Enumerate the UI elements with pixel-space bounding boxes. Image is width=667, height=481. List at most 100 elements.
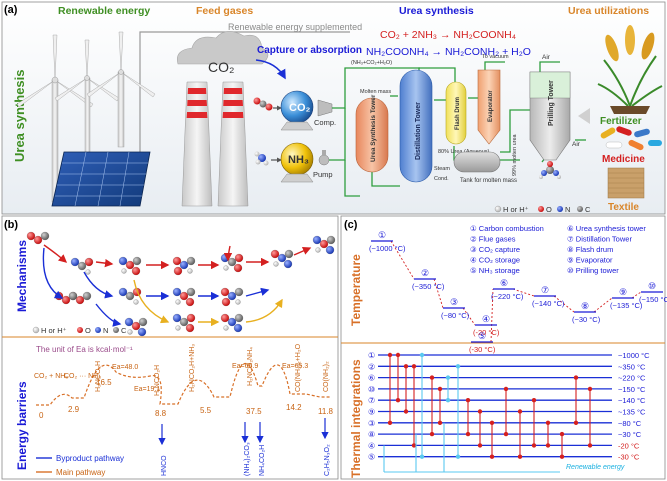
exchange-node <box>531 443 537 448</box>
temperature-node-value: (-20 °C) <box>473 328 500 337</box>
compressor-label: Comp. <box>314 118 336 127</box>
panel-b-atom-legend: H or H⁺ O N C <box>32 326 127 335</box>
stream-temperature: ~150 °C <box>618 385 646 394</box>
temperature-connector <box>433 278 444 309</box>
legend-b-o: O <box>85 326 91 335</box>
nh3-sphere-label: NH₃ <box>288 154 309 166</box>
temperature-node-value: (~80 °C) <box>441 311 470 320</box>
exchange-node <box>429 431 435 437</box>
byproduct-arrows <box>158 418 329 446</box>
section-synthesis-title: Urea synthesis <box>399 5 474 17</box>
gas-recycle-label: (NH₃+CO₂+H₂O) <box>351 60 392 66</box>
exchange-node <box>587 443 593 448</box>
stream-temperature: ~220 °C <box>618 374 646 383</box>
smokestacks: CO₂ <box>177 31 269 207</box>
exchange-node <box>411 443 417 448</box>
capture-arrow <box>255 59 286 80</box>
mechanism-molecule <box>118 256 142 276</box>
reaction-equation-1: CO₂ + 2NH₃ → NH₂COONH₄ <box>380 29 516 41</box>
exchange-node <box>531 398 537 403</box>
exchange-node <box>503 386 509 392</box>
co2-cloud <box>177 31 269 65</box>
species-label: CO₂ + NH₃ <box>34 373 68 380</box>
exchange-node <box>445 398 451 403</box>
species-energy-value: 14.2 <box>286 403 302 412</box>
prilling-tower-top <box>529 71 571 99</box>
temperature-node-id: ⑩ <box>648 281 656 291</box>
exchange-node <box>445 375 451 380</box>
flash-drum-label: Flash Drum <box>455 97 461 130</box>
temperature-node-id: ⑦ <box>541 285 549 295</box>
unit-legend-item: ④ CO₂ storage <box>470 256 520 265</box>
molten-mass-label: Molten mass <box>360 89 391 95</box>
flash-drum <box>445 81 467 145</box>
ea-unit-note: The unit of Ea is kcal·mol⁻¹ <box>36 345 133 354</box>
urea-synthesis-tower <box>355 97 389 173</box>
species-energy-value: 5.5 <box>200 406 212 415</box>
unit-legend-item: ⑩ Prilling tower <box>567 266 619 275</box>
temperature-node-id: ⑤ <box>478 331 486 341</box>
exchange-node <box>573 420 579 425</box>
mechanism-molecule <box>70 257 94 275</box>
temperature-node-value: (~140 °C) <box>532 299 565 308</box>
exchange-node <box>573 375 579 380</box>
unit-legend-item: ⑧ Flash drum <box>567 245 613 254</box>
panel-a-label: (a) <box>4 4 18 16</box>
exchange-node <box>559 431 565 437</box>
stream-temperature: ~80 °C <box>618 419 642 428</box>
exchange-node <box>411 364 417 369</box>
panel-a-side-title: Urea synthesis <box>12 70 27 163</box>
steam-label: Steam <box>434 166 450 172</box>
species-label: H₂NCO₂H <box>154 365 161 396</box>
temperature-node-id: ⑥ <box>500 278 508 288</box>
stream-id: ④ <box>368 441 375 450</box>
legend-byproduct-label: Byproduct pathway <box>56 454 124 463</box>
exchange-node <box>477 409 483 414</box>
unit-legend-item: ③ CO₂ capture <box>470 245 520 254</box>
ea-label-4: Ea=65.3 <box>282 363 308 370</box>
exchange-node <box>403 409 409 414</box>
exchange-node <box>455 364 461 369</box>
legend-a-h: H or H⁺ <box>503 205 529 214</box>
air-side-label: Air <box>572 141 581 148</box>
panel-b: (b) Mechanisms Energy barriers <box>1 215 339 480</box>
capture-title: Capture or absorption <box>257 45 362 56</box>
species-label: CO₂ ··· NH₃ <box>64 373 101 380</box>
stream-id: ⑧ <box>368 430 375 439</box>
reaction-equation-2: NH₂COONH₄ → NH₂CONH₂ + H₂O <box>366 46 531 58</box>
temperature-node-value: (~350 °C) <box>412 282 445 291</box>
stream-id: ① <box>368 351 375 360</box>
mechanism-molecule <box>172 313 196 333</box>
panel-b-label: (b) <box>4 219 18 231</box>
temperature-node-value: (~220 °C) <box>491 292 524 301</box>
exchange-node <box>517 454 523 459</box>
legend-main-label: Main pathway <box>56 468 105 477</box>
panel-a: (a) Urea synthesis Renewable energy Feed… <box>1 1 666 215</box>
molten-urea-label: 99% molten urea <box>512 133 518 176</box>
mechanism-arrows <box>42 244 312 327</box>
exchange-node <box>477 443 483 448</box>
prilling-tower-label: Prilling Tower <box>548 80 555 126</box>
unit-legend-item: ⑦ Distillation Tower <box>567 235 632 244</box>
air-top-label: Air <box>542 54 551 61</box>
fertilizer-label: Fertilizer <box>600 116 642 127</box>
temperature-connector <box>490 288 494 343</box>
species-energy-value: 0 <box>39 411 44 420</box>
byproduct-biuret: C₂H₅N₃O₂ <box>324 444 331 476</box>
exchange-node <box>559 454 565 459</box>
co2-sphere-label: CO₂ <box>289 102 311 114</box>
species-label: CO(NH₂)₂ <box>323 361 330 392</box>
co2-sphere-stand <box>280 121 314 131</box>
unit-legend-item: ② Flue gases <box>470 235 516 244</box>
temperature-connector <box>553 295 575 313</box>
section-renewable-title: Renewable energy <box>58 5 150 17</box>
mechanism-molecule <box>118 287 142 305</box>
byproduct-ammonium-formate: NH₄CO₂H <box>259 445 266 476</box>
species-label: CO(NH₂)₂+H₂O <box>295 343 302 392</box>
textile-icon <box>607 167 645 199</box>
unit-legend-item: ⑥ Urea synthesis tower <box>567 224 646 233</box>
co2-molecule-icon <box>253 97 273 111</box>
legend-a-o: O <box>546 205 552 214</box>
supplement-line <box>139 31 350 196</box>
stream-id: ⑩ <box>368 385 375 394</box>
